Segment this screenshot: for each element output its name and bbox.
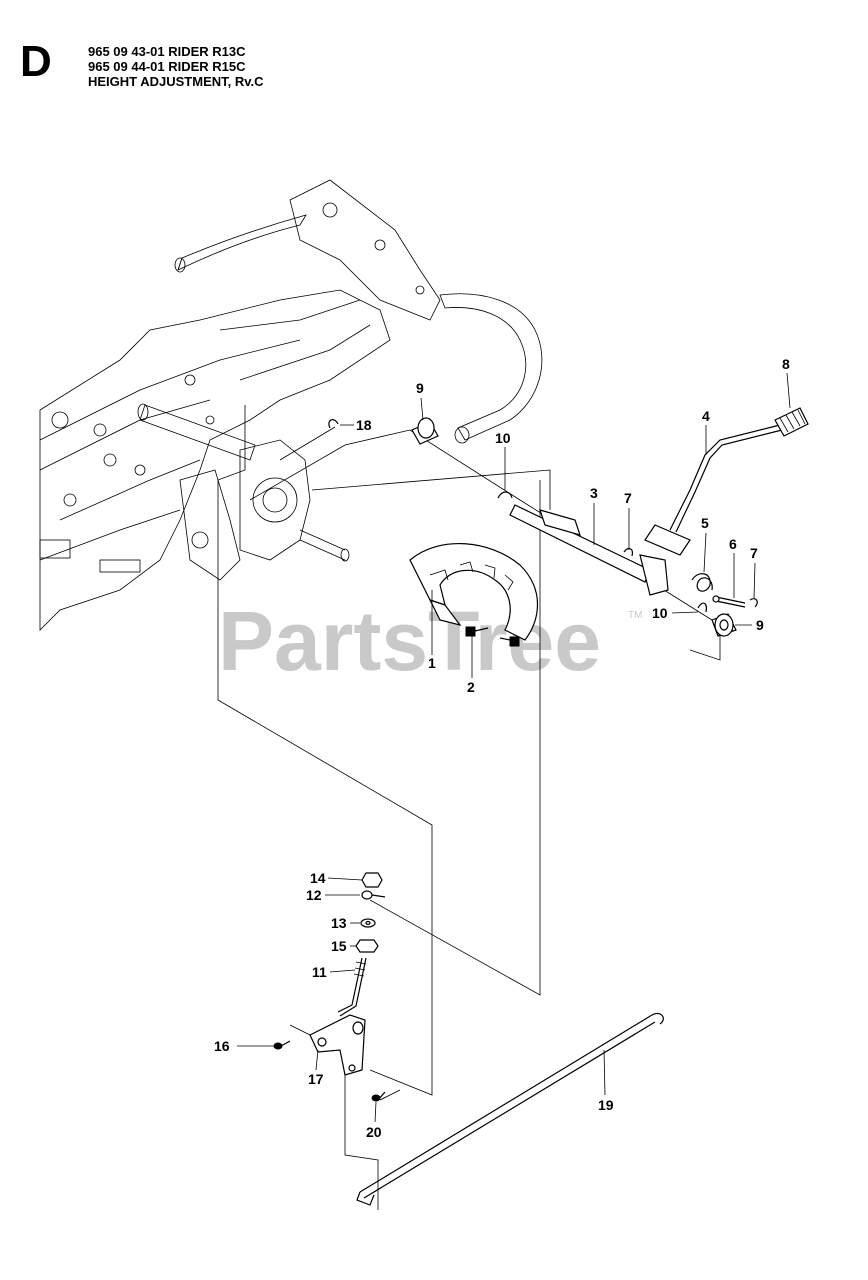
callout-7a: 7 [624, 490, 632, 506]
callout-leaders [237, 372, 791, 1123]
part-17-bracket [309, 1014, 366, 1076]
callout-17: 17 [308, 1071, 324, 1087]
part-9-bushing-lower [711, 613, 737, 637]
callout-16: 16 [214, 1038, 230, 1054]
header-line-3: HEIGHT ADJUSTMENT, Rv.C [88, 74, 264, 89]
part-12-bolt [361, 890, 386, 900]
part-9-bushing-upper [411, 417, 439, 445]
part-6-pin [712, 595, 746, 608]
callout-5: 5 [701, 515, 709, 531]
callout-10a: 10 [495, 430, 511, 446]
part-7-clip-b [749, 598, 758, 608]
callout-1: 1 [428, 655, 436, 671]
part-16-screw [273, 1040, 291, 1050]
header-line-2: 965 09 44-01 RIDER R15C [88, 59, 246, 74]
callout-12: 12 [306, 887, 322, 903]
callout-8: 8 [782, 356, 790, 372]
part-2-bolts [465, 626, 520, 647]
rider-frame [39, 179, 543, 631]
callout-20: 20 [366, 1124, 382, 1140]
part-13-washer [360, 918, 376, 928]
callout-6: 6 [729, 536, 737, 552]
callout-10b: 10 [652, 605, 668, 621]
header-line-1: 965 09 43-01 RIDER R13C [88, 44, 246, 59]
callout-14: 14 [310, 870, 326, 886]
part-19-rod [356, 1012, 664, 1206]
part-14-nut [361, 872, 383, 888]
part-11-rod [337, 957, 367, 1017]
callout-labels: 1 2 3 4 5 6 7 7 8 9 9 10 10 11 12 13 14 … [214, 356, 790, 1140]
part-3-shaft [509, 504, 669, 596]
part-10-clip-upper [497, 491, 513, 499]
callout-2: 2 [467, 679, 475, 695]
callout-18: 18 [356, 417, 372, 433]
part-15-nut [355, 939, 379, 953]
callout-13: 13 [331, 915, 347, 931]
diagram-header: 965 09 43-01 RIDER R13C 965 09 44-01 RID… [88, 44, 264, 89]
watermark-tm: TM [628, 610, 642, 621]
section-letter: D [20, 37, 52, 86]
callout-11: 11 [312, 964, 327, 980]
part-18-clip [328, 419, 339, 429]
callout-3: 3 [590, 485, 598, 501]
callout-15: 15 [331, 938, 347, 954]
callout-9a: 9 [416, 380, 424, 396]
assembly-lines [217, 405, 721, 1210]
callout-4: 4 [702, 408, 710, 424]
part-10-clip-lower [697, 602, 707, 613]
callout-9b: 9 [756, 617, 764, 633]
part-7-clip-a [623, 547, 633, 557]
watermark-text: PartsTree [218, 594, 601, 688]
part-20-screw [371, 1091, 386, 1102]
callout-19: 19 [598, 1097, 614, 1113]
callout-7b: 7 [750, 545, 758, 561]
part-4-lever [644, 424, 783, 556]
part-1-sector-plate [409, 543, 539, 641]
part-5-spring [691, 573, 713, 592]
part-8-grip [774, 407, 809, 437]
